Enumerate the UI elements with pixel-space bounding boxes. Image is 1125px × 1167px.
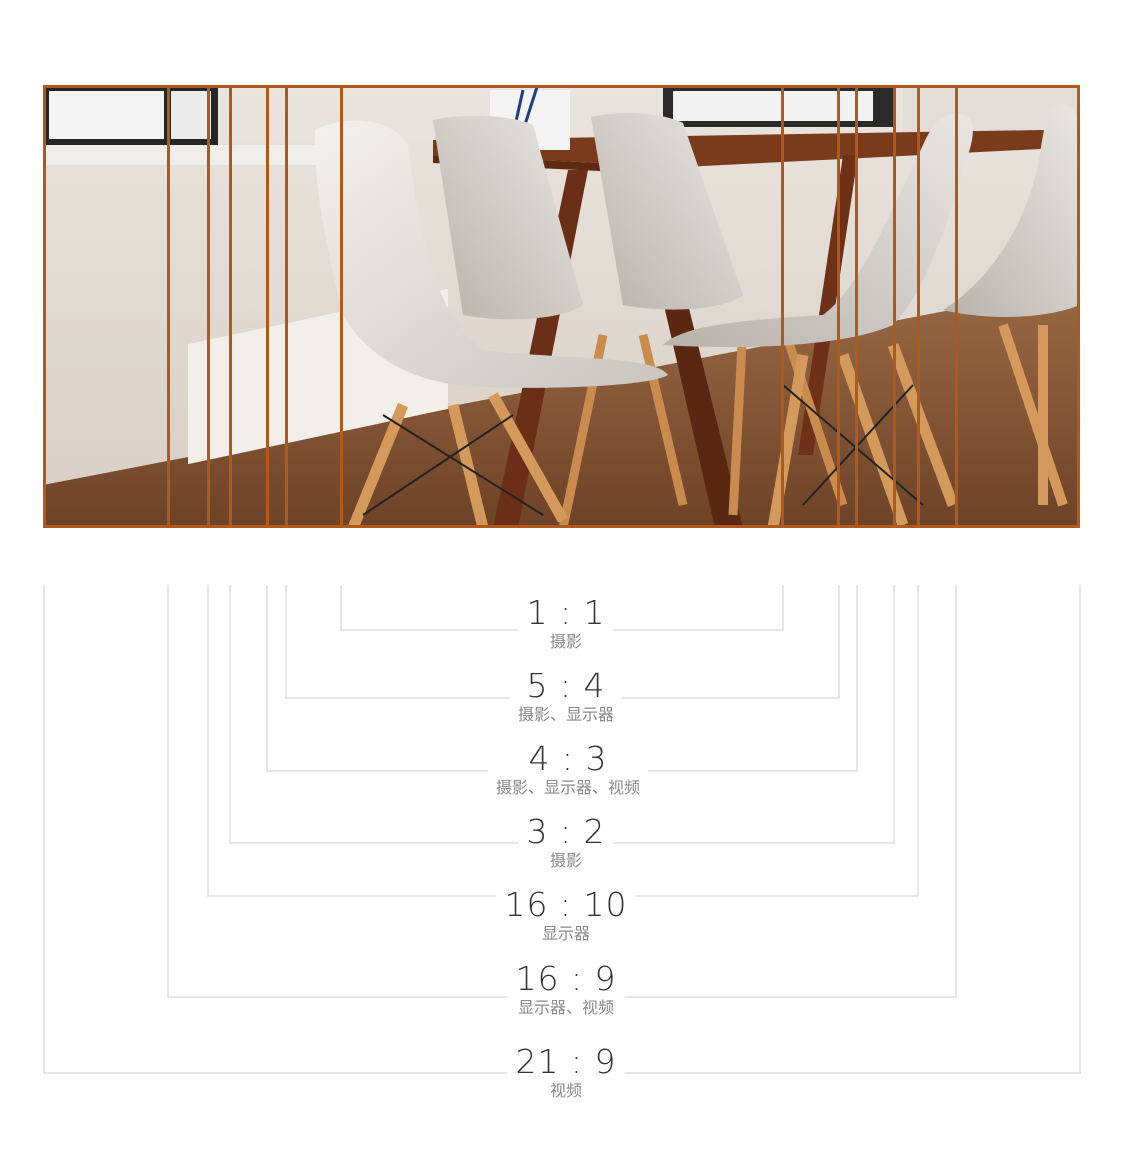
ratio-label-1-1: 1 : 1 摄影 bbox=[518, 593, 614, 652]
ratio-value: 16 : 9 bbox=[515, 959, 617, 998]
ratio-label-21-9: 21 : 9 视频 bbox=[507, 1042, 625, 1101]
crop-frame-overlay bbox=[43, 85, 1080, 528]
ratio-usage: 视频 bbox=[549, 1081, 582, 1100]
ratio-value: 1 : 1 bbox=[526, 593, 606, 632]
ratio-label-16-9: 16 : 9 显示器、视频 bbox=[507, 959, 625, 1018]
ratio-label-5-4: 5 : 4 摄影、显示器 bbox=[509, 666, 623, 725]
window-pane bbox=[49, 91, 164, 139]
photo-panel bbox=[43, 85, 1080, 528]
ratio-value: 21 : 9 bbox=[515, 1042, 617, 1081]
chair-front-left bbox=[314, 120, 668, 388]
ratio-usage: 摄影 bbox=[549, 632, 582, 651]
ratio-label-3-2: 3 : 2 摄影 bbox=[518, 812, 614, 871]
ratio-usage: 显示器 bbox=[541, 924, 590, 943]
ratio-value: 5 : 4 bbox=[526, 666, 606, 705]
ratio-value: 3 : 2 bbox=[526, 812, 606, 851]
room-photo bbox=[43, 85, 1080, 528]
ratio-usage: 显示器、视频 bbox=[517, 998, 614, 1017]
ratio-value: 4 : 3 bbox=[528, 739, 608, 778]
ratio-usage: 摄影、显示器、视频 bbox=[495, 778, 641, 797]
ratio-usage: 摄影 bbox=[549, 851, 582, 870]
ratio-usage: 摄影、显示器 bbox=[517, 705, 615, 724]
ratio-label-4-3: 4 : 3 摄影、显示器、视频 bbox=[487, 739, 649, 798]
ratio-value: 16 : 10 bbox=[504, 885, 628, 924]
crop-frame-21-9 bbox=[43, 85, 1080, 528]
ratio-label-16-10: 16 : 10 显示器 bbox=[496, 885, 636, 944]
